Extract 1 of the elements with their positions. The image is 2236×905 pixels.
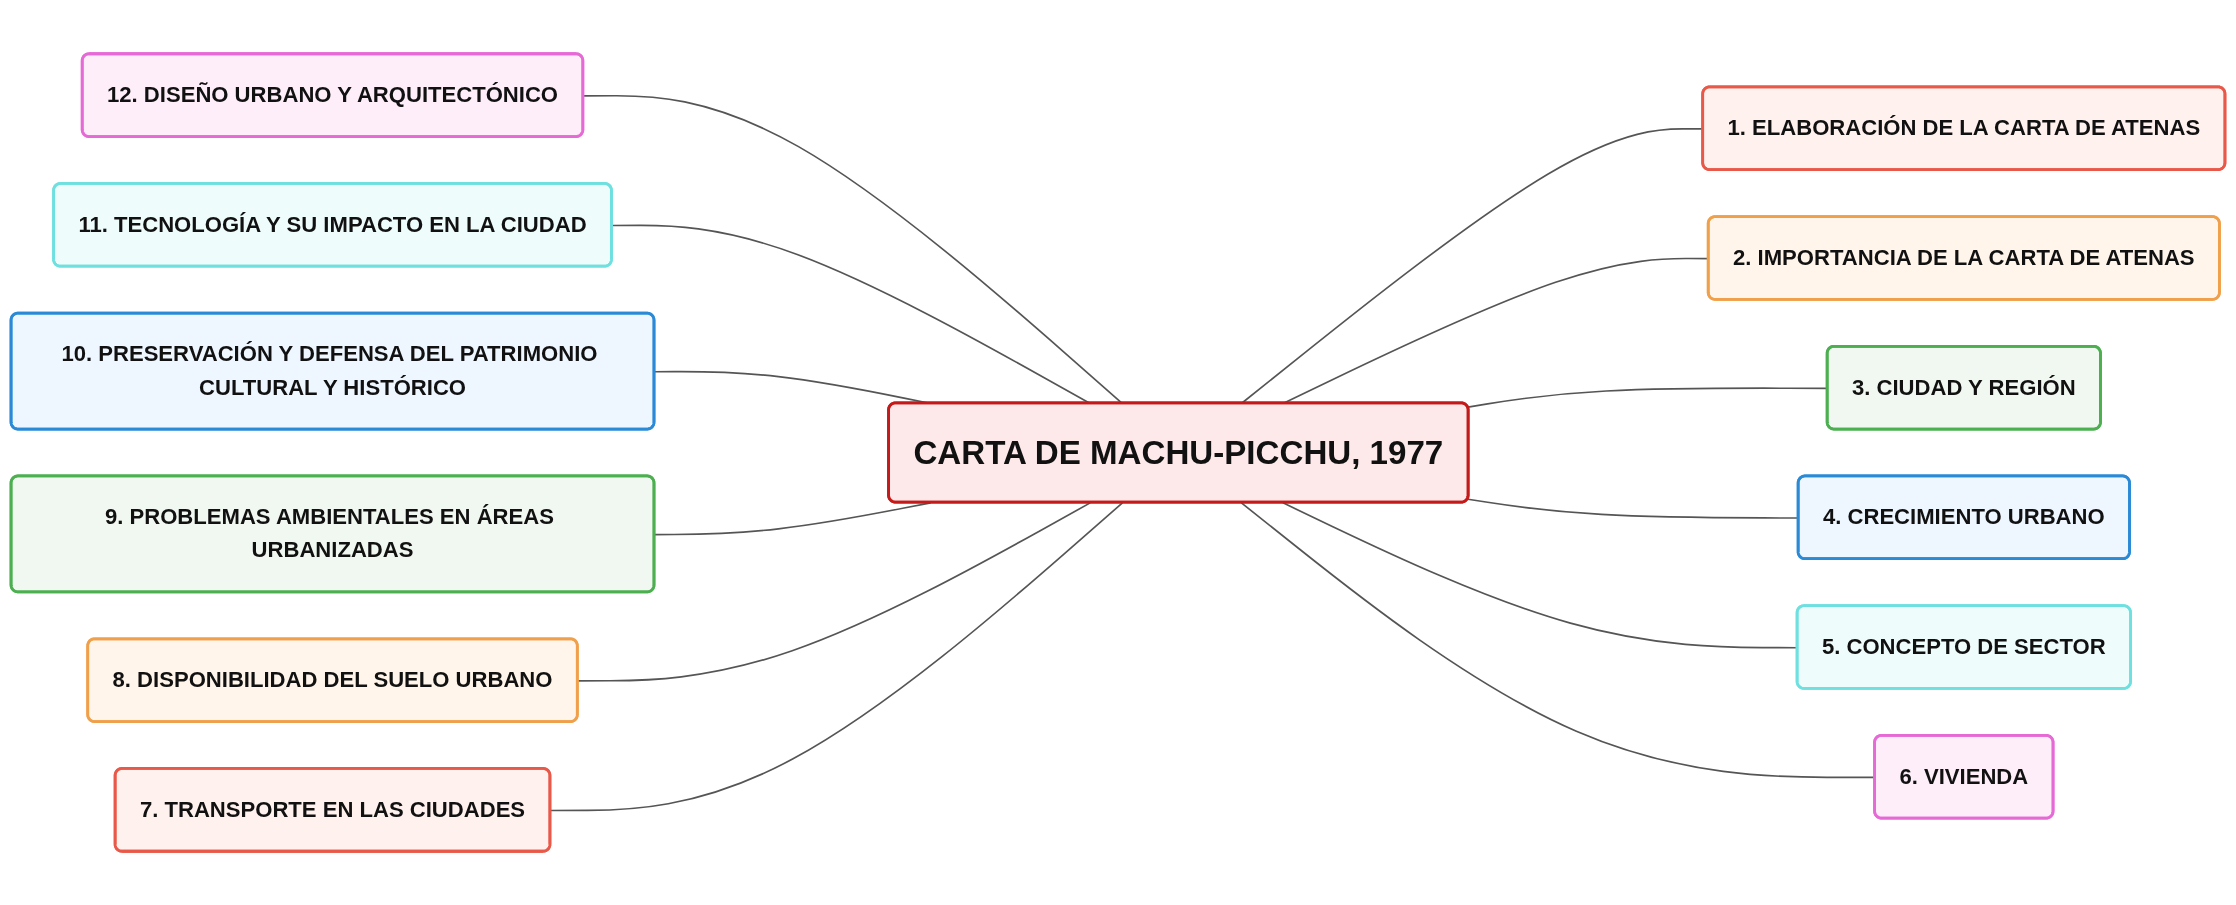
connector <box>549 502 1124 812</box>
